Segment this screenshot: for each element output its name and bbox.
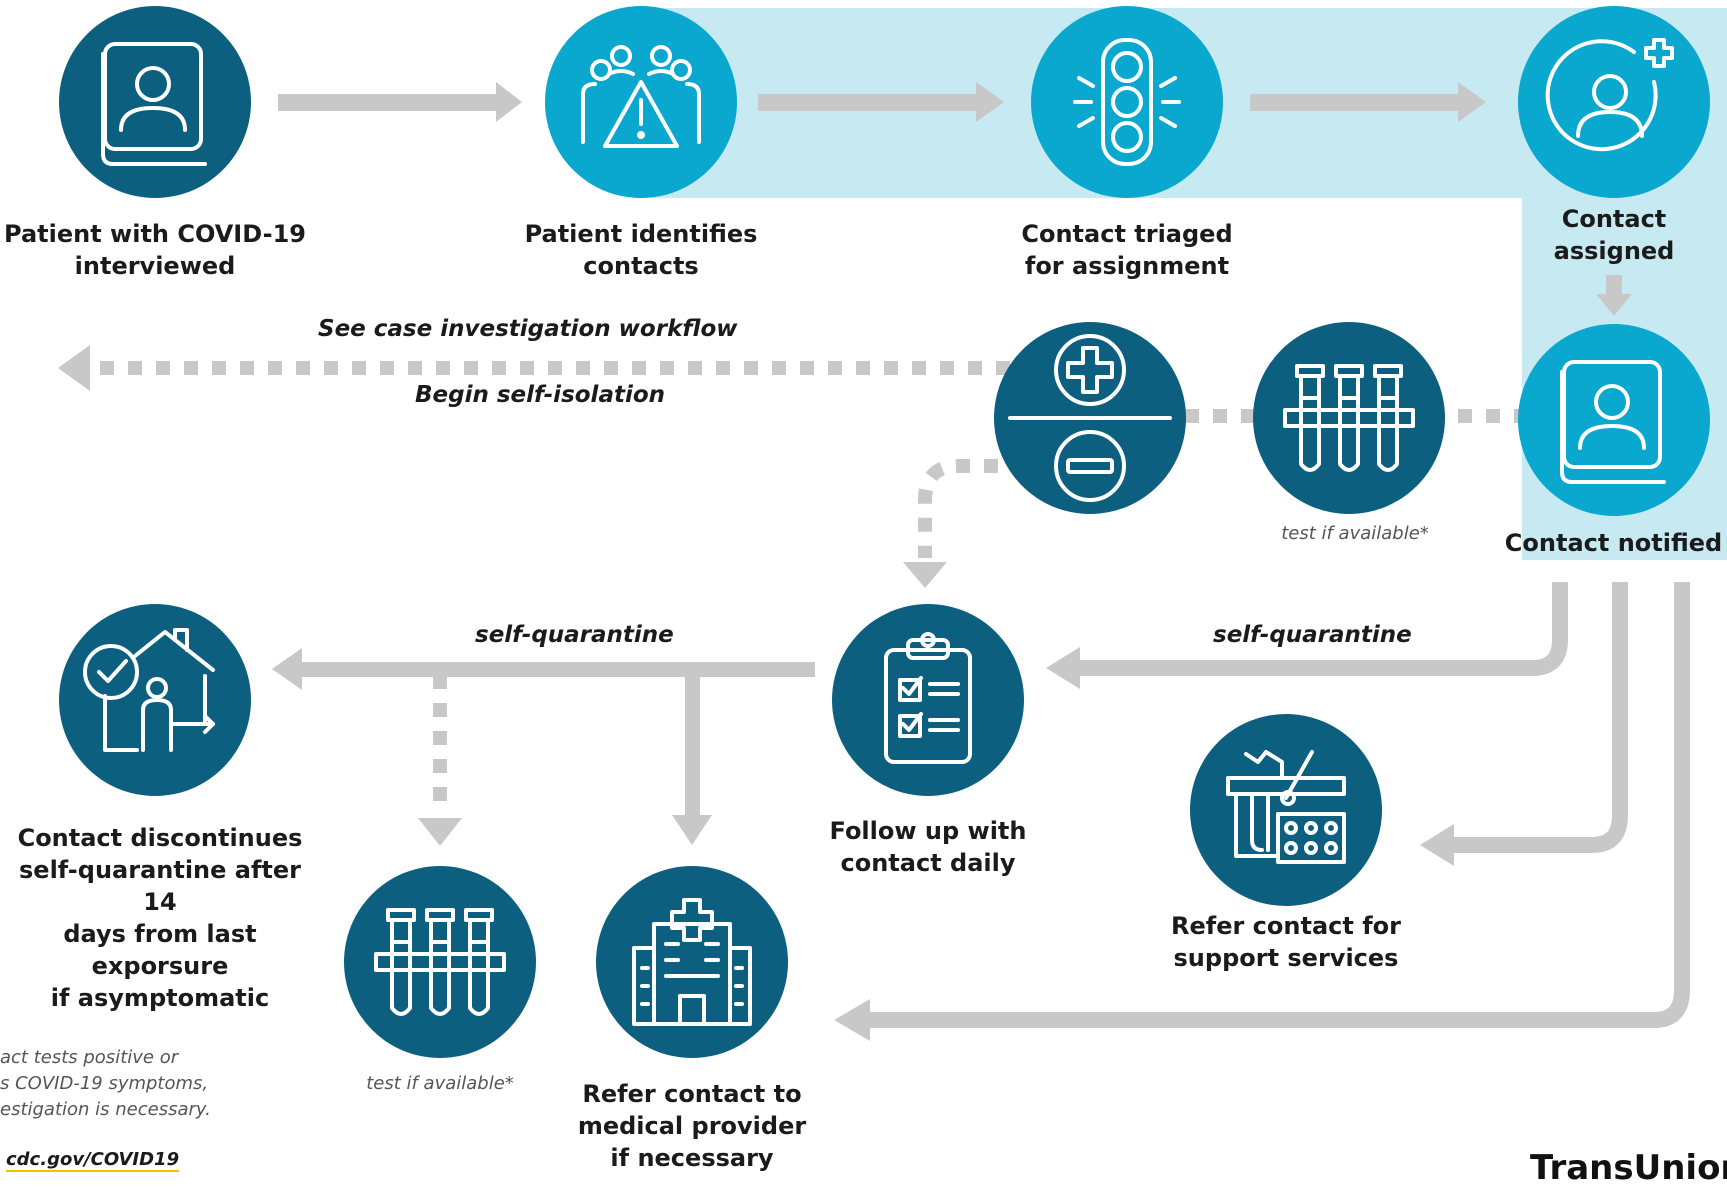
patient-record-icon: [1560, 360, 1666, 484]
node-triaged-label: Contact triaged for assignment: [967, 218, 1287, 282]
label-line: Contact triaged: [1021, 220, 1233, 248]
label-line: interviewed: [74, 252, 236, 280]
flow-arrows: [272, 82, 1690, 1041]
label-line: if necessary: [610, 1144, 774, 1172]
node-follow-up-circle: [832, 604, 1024, 796]
traffic-light-icon: [1073, 38, 1181, 166]
node-test-bottom-circle: [344, 866, 536, 1058]
label-line: Contact discontinues: [17, 824, 303, 852]
node-test-top-circle: [1253, 322, 1445, 514]
house-check-icon: [83, 628, 215, 752]
highlight-band: [650, 8, 1727, 560]
self-isolation-label: Begin self-isolation: [415, 382, 666, 408]
node-notified-circle: [1518, 324, 1710, 516]
positive-negative-icon: [1008, 334, 1172, 502]
group-warning-icon: [581, 45, 701, 148]
label-line: medical provider: [577, 1112, 807, 1140]
label-line: Refer contact for: [1171, 912, 1401, 940]
node-interviewed-label: Patient with COVID-19 interviewed: [0, 218, 315, 282]
node-medical-circle: [596, 866, 788, 1058]
test-tubes-icon: [1283, 364, 1415, 472]
node-interviewed-circle: [59, 6, 251, 198]
label-line: days from last exporsure: [63, 920, 257, 980]
label-line: if asymptomatic: [50, 984, 270, 1012]
footnote-line: act tests positive or: [0, 1047, 179, 1068]
node-support-label: Refer contact for support services: [1136, 910, 1436, 974]
label-line: self-quarantine after 14: [19, 856, 301, 916]
node-triaged-circle: [1031, 6, 1223, 198]
grocery-basket-icon: [1226, 750, 1346, 864]
label-line: Refer contact to: [582, 1080, 802, 1108]
label-line: Contact notified: [1504, 529, 1723, 557]
test-bottom-caption: test if available*: [366, 1073, 514, 1094]
patient-record-icon: [101, 42, 207, 166]
clipboard-checklist-icon: [884, 632, 972, 764]
test-top-caption: test if available*: [1281, 523, 1429, 544]
case-workflow-link: See case investigation workflow: [318, 316, 738, 342]
node-discontinue-label: Contact discontinues self-quarantine aft…: [0, 822, 320, 1014]
label-line: Patient with COVID-19: [4, 220, 306, 248]
label-line: assigned: [1553, 237, 1675, 265]
label-line: Contact: [1561, 205, 1667, 233]
dotted-arrows: [58, 345, 1520, 846]
footnote-line: estigation is necessary.: [0, 1099, 211, 1120]
self-quarantine-left-label: self-quarantine: [475, 622, 674, 648]
label-line: Follow up with: [829, 817, 1027, 845]
node-notified-label: Contact notified: [1500, 527, 1727, 559]
source-link[interactable]: cdc.gov/COVID19: [6, 1149, 180, 1172]
node-identifies-label: Patient identifies contacts: [481, 218, 801, 282]
brand-logo: TransUnion: [1530, 1148, 1727, 1188]
test-tubes-icon: [374, 908, 506, 1016]
label-line: contacts: [583, 252, 699, 280]
self-quarantine-right-label: self-quarantine: [1213, 622, 1412, 648]
label-line: support services: [1173, 944, 1399, 972]
footnote-line: s COVID-19 symptoms,: [0, 1073, 209, 1094]
label-line: for assignment: [1024, 252, 1230, 280]
label-line: Patient identifies: [524, 220, 758, 248]
add-user-icon: [1545, 38, 1674, 152]
node-assigned-label: Contact assigned: [1520, 203, 1708, 267]
node-follow-up-label: Follow up with contact daily: [778, 815, 1078, 879]
node-medical-label: Refer contact to medical provider if nec…: [542, 1078, 842, 1174]
label-line: contact daily: [840, 849, 1016, 877]
footnote: act tests positive or s COVID-19 symptom…: [0, 1045, 211, 1123]
hospital-icon: [632, 898, 752, 1026]
node-support-circle: [1190, 714, 1382, 906]
